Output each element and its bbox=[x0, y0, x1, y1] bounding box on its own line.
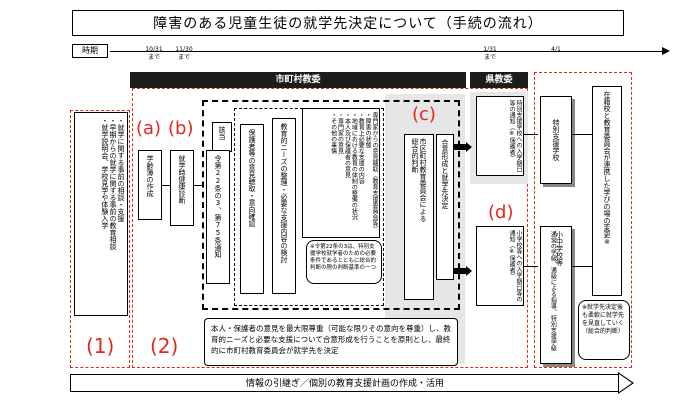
connector-regular bbox=[572, 266, 592, 267]
marker-d: (d) bbox=[488, 202, 514, 223]
marker-2: (2) bbox=[150, 334, 179, 358]
timeline: 時期 10/31 まで 11/30 まで 1/31 まで 4/1 bbox=[70, 42, 670, 72]
early-bullet: ・早期からの就学に関する事前の教育相談 bbox=[108, 117, 117, 250]
timeline-label: 時期 bbox=[72, 44, 108, 58]
timeline-mark-1: 10/31 まで bbox=[142, 46, 166, 62]
timeline-date: 11/30 bbox=[175, 46, 193, 53]
factor-item: ・専門家の意見 bbox=[336, 112, 344, 154]
regular-school-detail: 通常の学級、通級による指導、特別支援学級 bbox=[549, 231, 557, 351]
special-school-box: 特別支援学校 bbox=[540, 96, 572, 184]
region-early bbox=[70, 110, 130, 368]
factors-box: 専門家からの意見聴取（教育支援委員会等） ・障害の状態 ・教育上必要な支援の内容… bbox=[302, 108, 380, 238]
arrow-to-special-notice bbox=[454, 142, 472, 152]
early-bullet: ・就学に関する事前の相談・支援 bbox=[117, 117, 125, 222]
flow-arrow bbox=[162, 185, 170, 186]
article-notice: 令第22条の3、第75条通知 bbox=[214, 155, 223, 258]
marker-b: (b) bbox=[168, 118, 194, 139]
info-handover-text: 情報の引継ぎ／個別の教育支援計画の作成・活用 bbox=[245, 379, 444, 389]
arrow-to-regular-school bbox=[524, 266, 538, 267]
timeline-line bbox=[110, 51, 666, 52]
regular-school-label: 小中学校等 bbox=[555, 231, 564, 266]
municipal-header: 市町村教委 bbox=[130, 72, 466, 88]
timeline-arrowhead bbox=[662, 47, 670, 55]
factor-item: ・障害の状態 bbox=[364, 112, 372, 148]
region-procedure bbox=[132, 88, 528, 368]
marker-a: (a) bbox=[136, 118, 162, 139]
enrolled-change-box: 在籍校と教育委員会が連携した学びの場の変更※ bbox=[592, 86, 622, 296]
factor-item: ・教育上必要な支援の内容 bbox=[357, 112, 365, 184]
marker-c: (c) bbox=[412, 104, 436, 125]
hearing-step-box: 保護者等の意見聴取・意向確認 bbox=[240, 124, 264, 294]
factor-item: ・本人及び保護者の意見 bbox=[343, 112, 351, 178]
factor-item: ・地域における教育の体制の整備の状況 bbox=[350, 112, 358, 220]
page-title: 障害のある児童生徒の就学先決定について（手続の流れ） bbox=[153, 16, 543, 32]
prefectural-header: 県教委 bbox=[470, 72, 528, 88]
article-notice-box: 令第22条の3、第75条通知 bbox=[206, 150, 230, 284]
special-notice-box: 特別支援学校への入学期日等の通知（※保護者） bbox=[476, 96, 524, 176]
regular-notice-text: 小学校等への入学期日等の通知（※保護者） bbox=[508, 230, 522, 302]
consensus-box: 合意形成と就学先決定 bbox=[436, 134, 454, 280]
special-school-label: 特別支援学校 bbox=[552, 119, 561, 161]
board-text: 市区町村教育委員会による bbox=[419, 138, 428, 222]
region-after bbox=[534, 72, 632, 368]
early-support-box: ・就学に関する事前の相談・支援 ・早期からの就学に関する事前の教育相談 ・就学説… bbox=[74, 112, 128, 316]
note-box: ※令第22条の3は、特別支援学校就学者のための必要条件であるとともに総合的判断の… bbox=[306, 240, 382, 284]
timeline-sub: まで bbox=[483, 54, 496, 61]
health-step: 就学時健康診断 bbox=[178, 155, 187, 204]
special-notice-text: 特別支援学校への入学期日等の通知（※保護者） bbox=[508, 100, 522, 172]
info-handover-arrow: 情報の引継ぎ／個別の教育支援計画の作成・活用 bbox=[70, 372, 636, 394]
timeline-date: 1/31 bbox=[483, 46, 497, 53]
needs-step: 教育的ニーズの整理・必要な支援内容の検討 bbox=[280, 123, 289, 263]
connector-special bbox=[572, 134, 592, 135]
timeline-date: 4/1 bbox=[551, 46, 561, 53]
hearing-step: 保護者等の意見聴取・意向確認 bbox=[248, 129, 257, 227]
after-note-box: ※就学先決定後も柔軟に就学先を見直していく（総合的判断） bbox=[578, 300, 630, 360]
early-bullet: ・就学説明会、学校見学や体験入学 bbox=[100, 117, 109, 229]
arrow-to-special-school bbox=[524, 134, 538, 135]
consensus-text: 合意形成と就学先決定 bbox=[441, 139, 450, 209]
flow-arrow bbox=[194, 185, 202, 186]
timeline-date: 10/31 bbox=[145, 46, 163, 53]
register-step-box: 学齢簿の作成 bbox=[138, 150, 162, 220]
arrow-to-regular-notice bbox=[454, 266, 472, 276]
principle-box: 本人・保護者の意見を最大限尊重（可能な限りその意向を尊重）し、教育的ニーズと必要… bbox=[204, 318, 458, 366]
regular-notice-box: 小学校等への入学期日等の通知（※保護者） bbox=[476, 226, 524, 306]
health-step-box: 就学時健康診断 bbox=[170, 150, 194, 226]
applicable-label: 該当 bbox=[212, 122, 232, 152]
board-judgement-box: 市区町村教育委員会による 総合的判断 bbox=[404, 134, 434, 300]
timeline-mark-3: 1/31 まで bbox=[478, 46, 502, 62]
enrolled-change-text: 在籍校と教育委員会が連携した学びの場の変更※ bbox=[603, 91, 612, 246]
applicable-text: 該当 bbox=[218, 126, 227, 140]
timeline-sub: まで bbox=[177, 54, 190, 61]
regular-school-box: 小中学校等 通常の学級、通級による指導、特別支援学級 bbox=[540, 226, 572, 364]
timeline-sub: まで bbox=[147, 54, 160, 61]
factor-item: ・その他の事情 bbox=[329, 112, 337, 154]
factor-item: 専門家からの意見聴取（教育支援委員会等） bbox=[371, 112, 378, 232]
marker-1: (1) bbox=[86, 334, 115, 358]
needs-step-box: 教育的ニーズの整理・必要な支援内容の検討 bbox=[272, 118, 296, 294]
procedure-dashed-frame bbox=[202, 100, 460, 310]
title-box: 障害のある児童生徒の就学先決定について（手続の流れ） bbox=[72, 10, 624, 36]
timeline-mark-4: 4/1 bbox=[544, 46, 568, 54]
comprehensive-text: 総合的判断 bbox=[411, 138, 419, 173]
register-step: 学齢簿の作成 bbox=[146, 155, 155, 197]
timeline-mark-2: 11/30 まで bbox=[172, 46, 196, 62]
